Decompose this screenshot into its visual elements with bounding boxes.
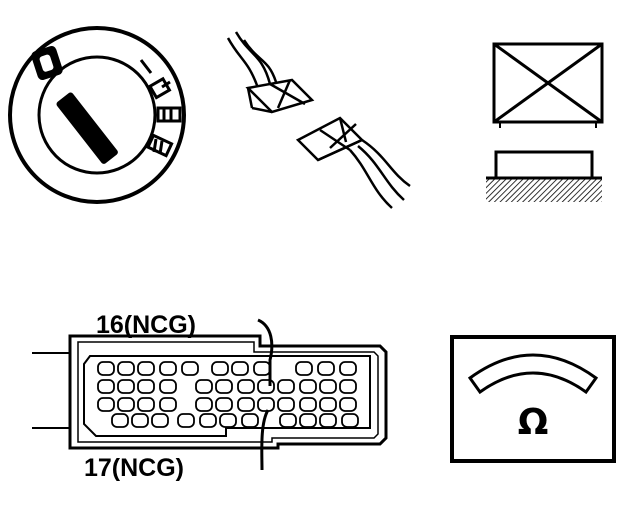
connector-pin — [177, 413, 195, 428]
connector-pin — [339, 397, 357, 412]
connector-pin — [339, 379, 357, 394]
connector-pin — [97, 361, 115, 376]
connector-pin — [137, 361, 155, 376]
connector-pin — [195, 379, 213, 394]
connector-pin — [299, 397, 317, 412]
connector-pin — [131, 413, 149, 428]
connector-pin — [319, 379, 337, 394]
connector-pin — [237, 379, 255, 394]
ignition-off-mark — [31, 46, 63, 80]
ignition-switch-icon — [8, 26, 186, 204]
connector-pin — [317, 361, 335, 376]
connector-pin — [159, 397, 177, 412]
connector-pin — [319, 397, 337, 412]
connector-pin — [237, 397, 255, 412]
connector-pin — [117, 397, 135, 412]
connector-pin — [215, 379, 233, 394]
connector-pin — [299, 379, 317, 394]
connector-pin — [299, 413, 317, 428]
ohm-unit-label: Ω — [518, 402, 549, 443]
connector-pin — [219, 413, 237, 428]
connector-pin — [341, 413, 359, 428]
ecu-connector-icon — [32, 318, 388, 471]
connector-pin — [137, 379, 155, 394]
pin-17-label: 17(NCG) — [84, 454, 184, 482]
fuse-removed-icon — [486, 42, 604, 202]
connector-pin — [279, 413, 297, 428]
connector-pin — [253, 361, 271, 376]
connector-pin — [319, 413, 337, 428]
connector-pin — [257, 379, 275, 394]
connector-pin — [241, 413, 259, 428]
connector-pin — [159, 379, 177, 394]
connector-pin — [111, 413, 129, 428]
connector-pin — [151, 413, 169, 428]
connector-pin — [195, 397, 213, 412]
connector-pin — [231, 361, 249, 376]
connector-pin — [159, 361, 177, 376]
connector-pin — [215, 397, 233, 412]
connector-pin — [97, 397, 115, 412]
connector-pin — [211, 361, 229, 376]
connector-pin — [117, 361, 135, 376]
connector-pin — [137, 397, 155, 412]
connector-pin — [257, 397, 275, 412]
ohmmeter-icon: Ω — [450, 335, 616, 463]
connector-pin — [277, 379, 295, 394]
connector-pin — [295, 361, 313, 376]
connector-pin — [277, 397, 295, 412]
connector-pin — [199, 413, 217, 428]
pin-16-label: 16(NCG) — [96, 311, 196, 339]
connector-pin — [181, 361, 199, 376]
connector-pin — [339, 361, 357, 376]
connector-pair-icon — [226, 31, 411, 209]
connector-pin — [117, 379, 135, 394]
connector-pin — [97, 379, 115, 394]
